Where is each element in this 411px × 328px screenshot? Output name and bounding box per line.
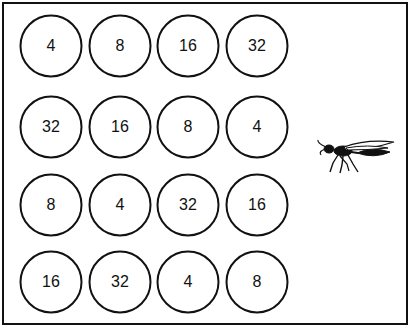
circle-number: 8 xyxy=(116,37,125,55)
number-circle: 32 xyxy=(19,95,83,159)
number-circle: 32 xyxy=(156,173,220,237)
number-circle: 16 xyxy=(156,14,220,78)
circle-number: 8 xyxy=(184,118,193,136)
number-circle: 4 xyxy=(88,173,152,237)
number-circle: 16 xyxy=(225,173,289,237)
circle-number: 32 xyxy=(42,118,60,136)
circle-number: 16 xyxy=(179,37,197,55)
circle-number: 4 xyxy=(116,196,125,214)
number-circle: 8 xyxy=(156,95,220,159)
circle-number: 32 xyxy=(179,196,197,214)
circle-number: 4 xyxy=(184,273,193,291)
wasp-illustration xyxy=(318,140,394,173)
number-circle: 32 xyxy=(88,250,152,314)
number-circle: 16 xyxy=(19,250,83,314)
number-circle: 4 xyxy=(225,95,289,159)
circle-number: 8 xyxy=(253,273,262,291)
number-circle: 8 xyxy=(88,14,152,78)
circle-number: 8 xyxy=(47,196,56,214)
number-circle: 8 xyxy=(19,173,83,237)
circle-number: 16 xyxy=(42,273,60,291)
circle-number: 4 xyxy=(47,37,56,55)
circle-number: 16 xyxy=(248,196,266,214)
circle-number: 4 xyxy=(253,118,262,136)
frame xyxy=(3,3,407,324)
number-circle: 32 xyxy=(225,14,289,78)
circle-number: 32 xyxy=(248,37,266,55)
circle-number: 16 xyxy=(111,118,129,136)
number-circle: 4 xyxy=(156,250,220,314)
number-circle: 8 xyxy=(225,250,289,314)
number-circle: 4 xyxy=(19,14,83,78)
circle-number: 32 xyxy=(111,273,129,291)
number-circle: 16 xyxy=(88,95,152,159)
